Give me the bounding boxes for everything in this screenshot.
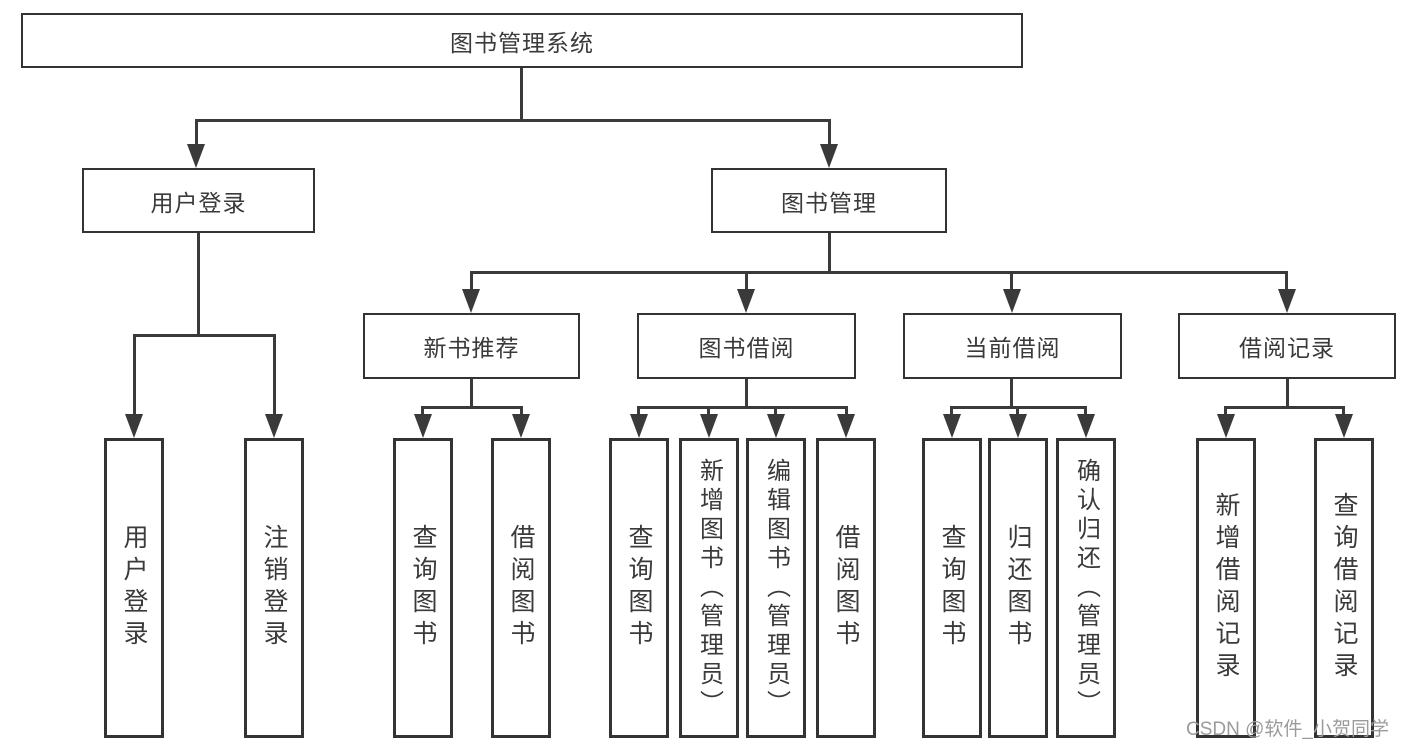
arrow-to-currentborrow [1003,289,1021,313]
connector-bb-d2 [707,406,710,418]
connector-bb-d3 [774,406,777,418]
node-leaf-bb-add: 新增图书（管理员） [679,438,739,738]
connector-newbooks-d1 [421,406,424,418]
connector-root-bar [195,119,831,122]
connector-newbooks-stem [470,379,473,409]
node-leaf-bb-query: 查询图书 [609,438,669,738]
node-leaf-nb-borrow: 借阅图书 [491,438,551,738]
connector-cb-d1 [950,406,953,418]
node-leaf-cb-return: 归还图书 [988,438,1048,738]
arrow-nb-query [414,414,432,438]
connector-bookmgmt-stem [828,233,831,273]
connector-userlogin-right-drop [273,334,276,416]
arrow-to-login [125,414,143,438]
connector-root-right-drop [828,119,831,149]
csdn-watermark: CSDN @软件_小贺同学 [1186,719,1389,740]
connector-cb-d3 [1084,406,1087,418]
connector-bookmgmt-bar [470,271,1288,274]
node-leaf-bb-borrow: 借阅图书 [816,438,876,738]
connector-drop-borrowrecords [1285,271,1288,291]
connector-currentborrow-stem [1010,379,1013,409]
connector-root-stem [520,68,523,120]
node-library-system: 图书管理系统 [21,13,1023,68]
connector-br-d1 [1224,406,1227,418]
connector-bb-d1 [637,406,640,418]
connector-userlogin-bar [133,334,275,337]
connector-drop-bookborrow [745,271,748,291]
arrow-to-user-login [187,144,205,168]
node-user-login: 用户登录 [82,168,315,233]
connector-bookborrow-stem [745,379,748,409]
node-book-borrow: 图书借阅 [637,313,856,379]
arrow-bb-add [700,414,718,438]
connector-cb-d2 [1016,406,1019,418]
connector-borrowrecords-bar [1224,406,1345,409]
connector-newbooks-d2 [520,406,523,418]
arrow-bb-query [630,414,648,438]
connector-userlogin-left-drop [133,334,136,416]
arrow-to-borrowrecords [1278,289,1296,313]
node-leaf-cb-query: 查询图书 [922,438,982,738]
arrow-cb-confirm [1077,414,1095,438]
arrow-to-book-mgmt [820,144,838,168]
node-leaf-br-add: 新增借阅记录 [1196,438,1256,738]
node-leaf-br-query: 查询借阅记录 [1314,438,1374,738]
connector-userlogin-stem [197,233,200,335]
node-leaf-bb-edit: 编辑图书（管理员） [746,438,806,738]
node-leaf-logout: 注销登录 [244,438,304,738]
connector-bb-d4 [845,406,848,418]
node-current-borrow: 当前借阅 [903,313,1122,379]
connector-br-d2 [1342,406,1345,418]
arrow-bb-edit [767,414,785,438]
arrow-br-add [1217,414,1235,438]
node-book-mgmt: 图书管理 [711,168,947,233]
connector-drop-currentborrow [1010,271,1013,291]
node-leaf-nb-query: 查询图书 [393,438,453,738]
arrow-to-bookborrow [737,289,755,313]
arrow-to-logout [265,414,283,438]
arrow-bb-borrow [837,414,855,438]
arrow-nb-borrow [512,414,530,438]
node-leaf-user-login: 用户登录 [104,438,164,738]
connector-drop-newbooks [470,271,473,291]
connector-root-left-drop [195,119,198,149]
node-borrow-records: 借阅记录 [1178,313,1396,379]
arrow-to-newbooks [462,289,480,313]
connector-newbooks-bar [421,406,523,409]
arrow-cb-return [1009,414,1027,438]
arrow-br-query [1335,414,1353,438]
node-leaf-cb-confirm: 确认归还（管理员） [1056,438,1116,738]
connector-bookborrow-bar [637,406,848,409]
node-new-books: 新书推荐 [363,313,580,379]
connector-borrowrecords-stem [1286,379,1289,409]
arrow-cb-query [943,414,961,438]
